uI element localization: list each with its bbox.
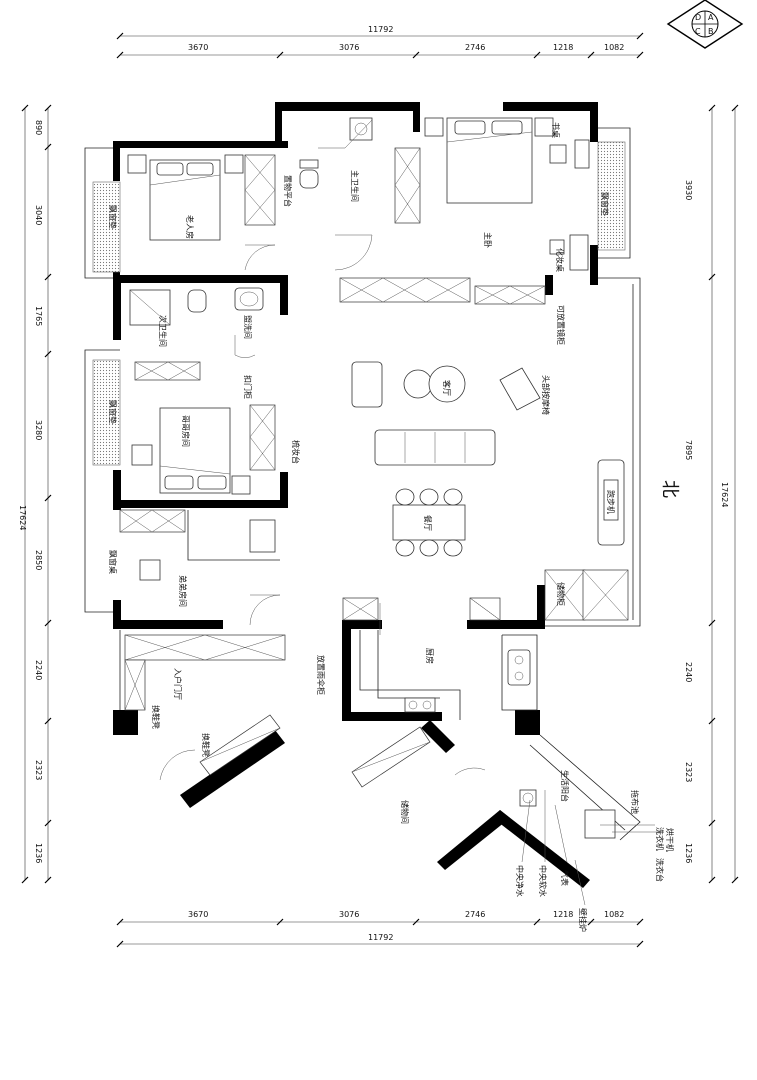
left-dimensions: 17624 890 3040 1765 3280 2850 2240 2323 … [18,104,52,884]
label-second-bath: 次卫生间 [158,315,168,347]
right-seg-2: 7895 [684,440,693,460]
label-bay-left-mid: 飘窗垫 [108,400,118,424]
north-marker: 北 [659,480,680,498]
structural-walls [113,102,598,888]
label-living: 客厅 [442,380,452,396]
label-gas-meter: 气表 [560,870,570,886]
left-seg-4: 3280 [34,420,43,440]
label-master-bath: 主卫生间 [350,170,360,202]
label-entry: 入户门厅 [173,668,183,700]
top-seg-2: 3076 [339,43,359,52]
dining-furniture [392,488,466,557]
label-dryer: 烘干机 [665,828,675,852]
left-seg-3: 1765 [34,306,43,326]
master-bedroom-furniture [424,117,590,271]
sister-room-furniture [131,407,251,495]
left-seg-8: 1236 [34,843,43,863]
label-dining: 餐厅 [423,515,432,531]
compass-a: A [708,13,714,22]
bottom-seg-3: 2746 [465,910,485,919]
brother-room-furniture [139,510,280,581]
bathroom-fixtures [129,117,373,326]
bottom-total-dim: 11792 [368,933,393,942]
label-dresser: 梳妆台 [291,440,301,464]
left-total-dim: 17624 [18,505,27,530]
bottom-seg-2: 3076 [339,910,359,919]
right-total-dim: 17624 [720,482,729,507]
room-labels: 老人房 飘窗垫 飘窗垫 飘窗桌 飘窗垫 置物平台 主卫生间 主卧 书桌 化妆桌 … [108,122,675,932]
living-furniture [351,361,625,546]
label-wash: 盥洗间 [243,315,253,339]
label-bay-right: 飘窗垫 [600,192,610,216]
compass-c: C [695,27,701,36]
label-storage-room: 储物间 [400,800,410,824]
label-water-heater: 壁挂炉 [578,908,588,932]
top-total-dim: 11792 [368,25,393,34]
compass-d: D [695,13,701,22]
right-seg-1: 3930 [684,180,693,200]
label-desk: 书桌 [551,122,561,138]
cabinets [119,147,629,788]
top-dimensions: 11792 3670 3076 2746 1218 1082 [116,25,644,59]
top-seg-4: 1218 [553,43,573,52]
compass-badge: A B C D [666,0,744,49]
label-sister-room: 哥哥房间 [181,415,191,447]
left-seg-2: 3040 [34,205,43,225]
label-soft-water: 中央软水 [538,865,548,897]
balcony-laundry [519,734,641,841]
label-elder-room: 老人房 [185,215,195,239]
bottom-seg-5: 1082 [604,910,624,919]
top-seg-3: 2746 [465,43,485,52]
label-brother-room: 弟弟房间 [178,575,188,607]
label-kitchen: 厨房 [425,648,435,664]
bottom-seg-4: 1218 [553,910,573,919]
label-treadmill: 跑步机 [606,490,616,514]
elder-room-furniture [127,154,244,241]
doors [159,234,486,781]
label-pocket-door: 扣门柜 [243,375,253,399]
label-massage-chair: 头部按摩椅 [541,375,551,415]
label-storage-cabinet: 储物柜 [556,582,566,606]
left-seg-6: 2240 [34,660,43,680]
right-dimensions: 3930 7895 2240 2323 1236 17624 [684,104,739,884]
label-mirror-cabinet: 可放置镜柜 [556,305,566,345]
compass-b: B [708,27,714,36]
left-seg-5: 2850 [34,550,43,570]
label-vanity: 化妆桌 [555,248,565,272]
label-storage-platform: 置物平台 [283,175,293,207]
right-seg-4: 2323 [684,762,693,782]
bottom-seg-1: 3670 [188,910,208,919]
label-sink: 洗衣台 [655,858,665,882]
label-pure-water: 中央净水 [515,865,525,897]
top-seg-1: 3670 [188,43,208,52]
label-mop-pool: 拖布池 [630,790,640,814]
right-seg-3: 2240 [684,662,693,682]
label-master-bedroom: 主卧 [483,232,493,248]
label-bay-left-bottom: 飘窗桌 [108,550,118,574]
label-umbrella-cabinet: 放置雨伞柜 [316,655,326,695]
label-shoe-cabinet: 换鞋凳 [151,705,161,729]
annotation-leaders [521,790,662,906]
label-bay-left-top: 飘窗垫 [108,205,118,229]
bottom-dimensions: 3670 3076 2746 1218 1082 11792 [116,910,644,948]
kitchen-counters [359,630,538,720]
top-seg-5: 1082 [604,43,624,52]
right-seg-5: 1236 [684,843,693,863]
left-seg-7: 2323 [34,760,43,780]
left-seg-1: 890 [34,120,43,135]
bay-windows [92,141,626,466]
label-washer: 洗衣机 [655,827,665,851]
label-shoe-bench: 换鞋凳 [201,733,211,757]
label-laundry-balcony: 生活阳台 [560,770,570,802]
outline-walls [84,127,641,730]
